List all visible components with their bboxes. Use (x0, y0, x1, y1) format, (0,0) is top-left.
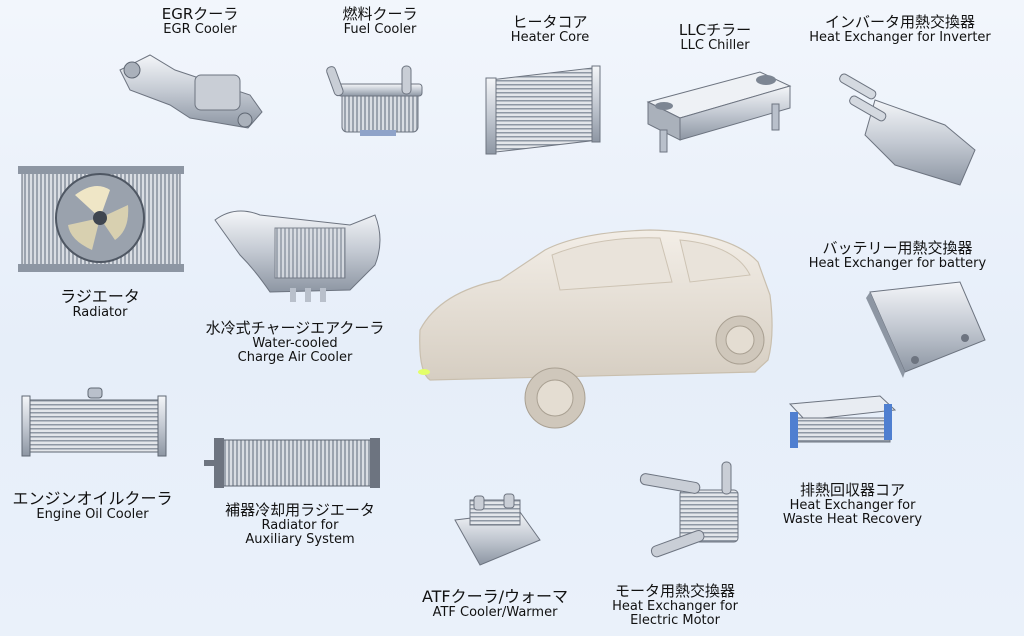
car-icon (418, 229, 773, 429)
battery-heat-exchanger-en: Heat Exchanger for battery (808, 255, 987, 271)
heater-core-en: Heater Core (510, 29, 590, 45)
waste-heat-core-en: Heat Exchanger for (789, 497, 916, 513)
label-egr-cooler: EGRクーラ EGR Cooler (125, 6, 275, 37)
egr-cooler-en: EGR Cooler (163, 21, 237, 37)
label-charge-air-cooler: 水冷式チャージエアクーラ Water-cooled Charge Air Coo… (185, 320, 405, 366)
charge-air-cooler-en2: Charge Air Cooler (237, 350, 353, 366)
label-battery-heat-exchanger: バッテリー用熱交換器 Heat Exchanger for battery (790, 240, 1005, 271)
radiator-en: Radiator (72, 304, 128, 320)
label-waste-heat-core: 排熱回収器コア Heat Exchanger for Waste Heat Re… (770, 482, 935, 528)
llc-chiller-icon (646, 71, 792, 153)
auxiliary-radiator-en: Radiator for (261, 517, 339, 533)
battery-heat-exchanger-icon (866, 281, 986, 378)
auxiliary-radiator-icon (204, 438, 380, 488)
fuel-cooler-jp: 燃料クーラ (342, 5, 418, 23)
charge-air-cooler-icon (214, 210, 381, 302)
label-atf-cooler: ATFクーラ/ウォーマ ATF Cooler/Warmer (400, 588, 590, 620)
motor-heat-exchanger-icon (639, 461, 739, 558)
auxiliary-radiator-jp: 補器冷却用ラジエータ (225, 501, 375, 519)
llc-chiller-en: LLC Chiller (680, 37, 750, 53)
atf-cooler-en: ATF Cooler/Warmer (432, 604, 558, 620)
waste-heat-core-jp: 排熱回収器コア (799, 481, 905, 499)
label-inverter-heat-exchanger: インバータ用熱交換器 Heat Exchanger for Inverter (790, 14, 1010, 45)
label-radiator: ラジエータ Radiator (40, 288, 160, 320)
llc-chiller-jp: LLCチラー (678, 21, 752, 39)
label-engine-oil-cooler: エンジンオイルクーラ Engine Oil Cooler (0, 490, 185, 522)
fuel-cooler-icon (326, 65, 423, 136)
waste-heat-core-en2: Waste Heat Recovery (782, 512, 923, 528)
auxiliary-radiator-en2: Auxiliary System (245, 532, 355, 548)
motor-heat-exchanger-jp: モータ用熱交換器 (614, 582, 735, 600)
egr-cooler-icon (119, 54, 263, 129)
atf-cooler-icon (454, 493, 541, 566)
label-fuel-cooler: 燃料クーラ Fuel Cooler (310, 6, 450, 37)
label-motor-heat-exchanger: モータ用熱交換器 Heat Exchanger for Electric Mot… (595, 583, 755, 629)
motor-heat-exchanger-en2: Electric Motor (630, 613, 720, 629)
battery-heat-exchanger-jp: バッテリー用熱交換器 (822, 239, 973, 257)
charge-air-cooler-en: Water-cooled (252, 335, 338, 351)
inverter-heat-exchanger-jp: インバータ用熱交換器 (824, 13, 975, 31)
engine-oil-cooler-en: Engine Oil Cooler (36, 506, 149, 522)
inverter-heat-exchanger-icon (839, 73, 976, 186)
radiator-jp: ラジエータ (60, 287, 140, 306)
heater-core-jp: ヒータコア (512, 13, 588, 31)
egr-cooler-jp: EGRクーラ (161, 5, 239, 23)
waste-heat-core-icon (788, 395, 897, 448)
label-auxiliary-radiator: 補器冷却用ラジエータ Radiator for Auxiliary System (200, 502, 400, 548)
radiator-icon (18, 166, 184, 272)
label-heater-core: ヒータコア Heater Core (480, 14, 620, 45)
inverter-heat-exchanger-en: Heat Exchanger for Inverter (809, 29, 991, 45)
label-llc-chiller: LLCチラー LLC Chiller (650, 22, 780, 53)
fuel-cooler-en: Fuel Cooler (343, 21, 417, 37)
motor-heat-exchanger-en: Heat Exchanger for (612, 598, 738, 614)
atf-cooler-jp: ATFクーラ/ウォーマ (421, 587, 569, 606)
engine-oil-cooler-icon (21, 387, 167, 457)
engine-oil-cooler-jp: エンジンオイルクーラ (12, 489, 173, 508)
heater-core-icon (485, 65, 601, 155)
charge-air-cooler-jp: 水冷式チャージエアクーラ (205, 319, 385, 337)
